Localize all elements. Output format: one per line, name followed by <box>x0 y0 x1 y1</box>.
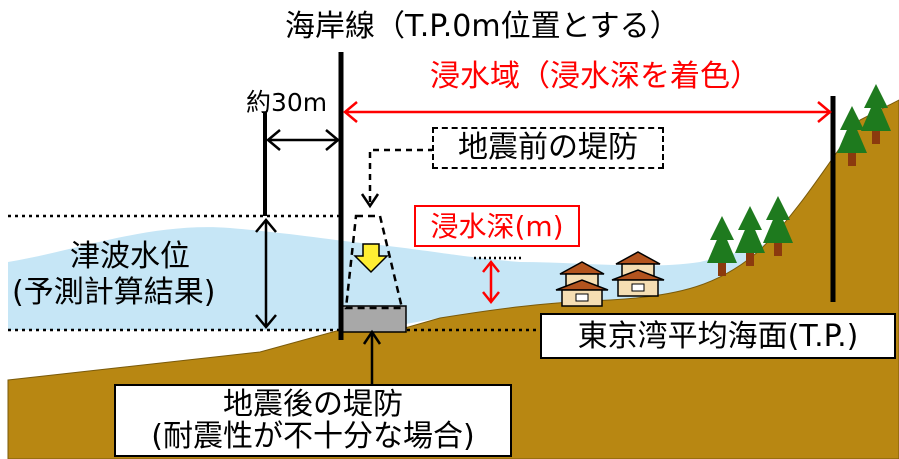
distance-label: 約30m <box>246 88 328 117</box>
dike-after-label-1: 地震後の堤防 <box>223 387 403 422</box>
inundation-depth-label: 浸水深(m) <box>414 205 580 247</box>
dike-after-label-2: (耐震性が不十分な場合) <box>151 418 475 454</box>
dike-after-label: 地震後の堤防 (耐震性が不十分な場合) <box>114 384 512 457</box>
mean-sea-level-label: 東京湾平均海面(T.P.) <box>540 313 896 359</box>
shoreline-title: 海岸線（T.P.0m位置とする） <box>285 9 680 44</box>
dike-after-pointer <box>362 329 382 384</box>
dike-before-outline <box>344 214 404 310</box>
tree-icon <box>735 206 765 266</box>
inundation-area-arrow <box>343 101 832 123</box>
dike-before-label: 地震前の堤防 <box>432 127 664 169</box>
collapse-arrow-icon <box>353 243 389 274</box>
tree-icon <box>837 106 867 166</box>
tree-group <box>707 84 891 276</box>
tsunami-height-arrow <box>255 218 277 329</box>
dike-after-rect <box>339 305 407 333</box>
distance-arrow <box>266 129 340 151</box>
house-icon <box>555 261 609 307</box>
tree-icon <box>861 84 891 144</box>
dike-before-pointer <box>360 148 434 209</box>
inundation-depth-arrow <box>482 259 500 305</box>
inundation-area-label: 浸水域（浸水深を着色） <box>430 59 760 94</box>
tsunami-level-label-1: 津波水位 <box>70 239 190 274</box>
house-icon <box>611 251 665 297</box>
tree-icon <box>763 196 793 256</box>
tree-icon <box>707 216 737 276</box>
tsunami-level-label-2: (予測計算結果) <box>12 275 216 310</box>
